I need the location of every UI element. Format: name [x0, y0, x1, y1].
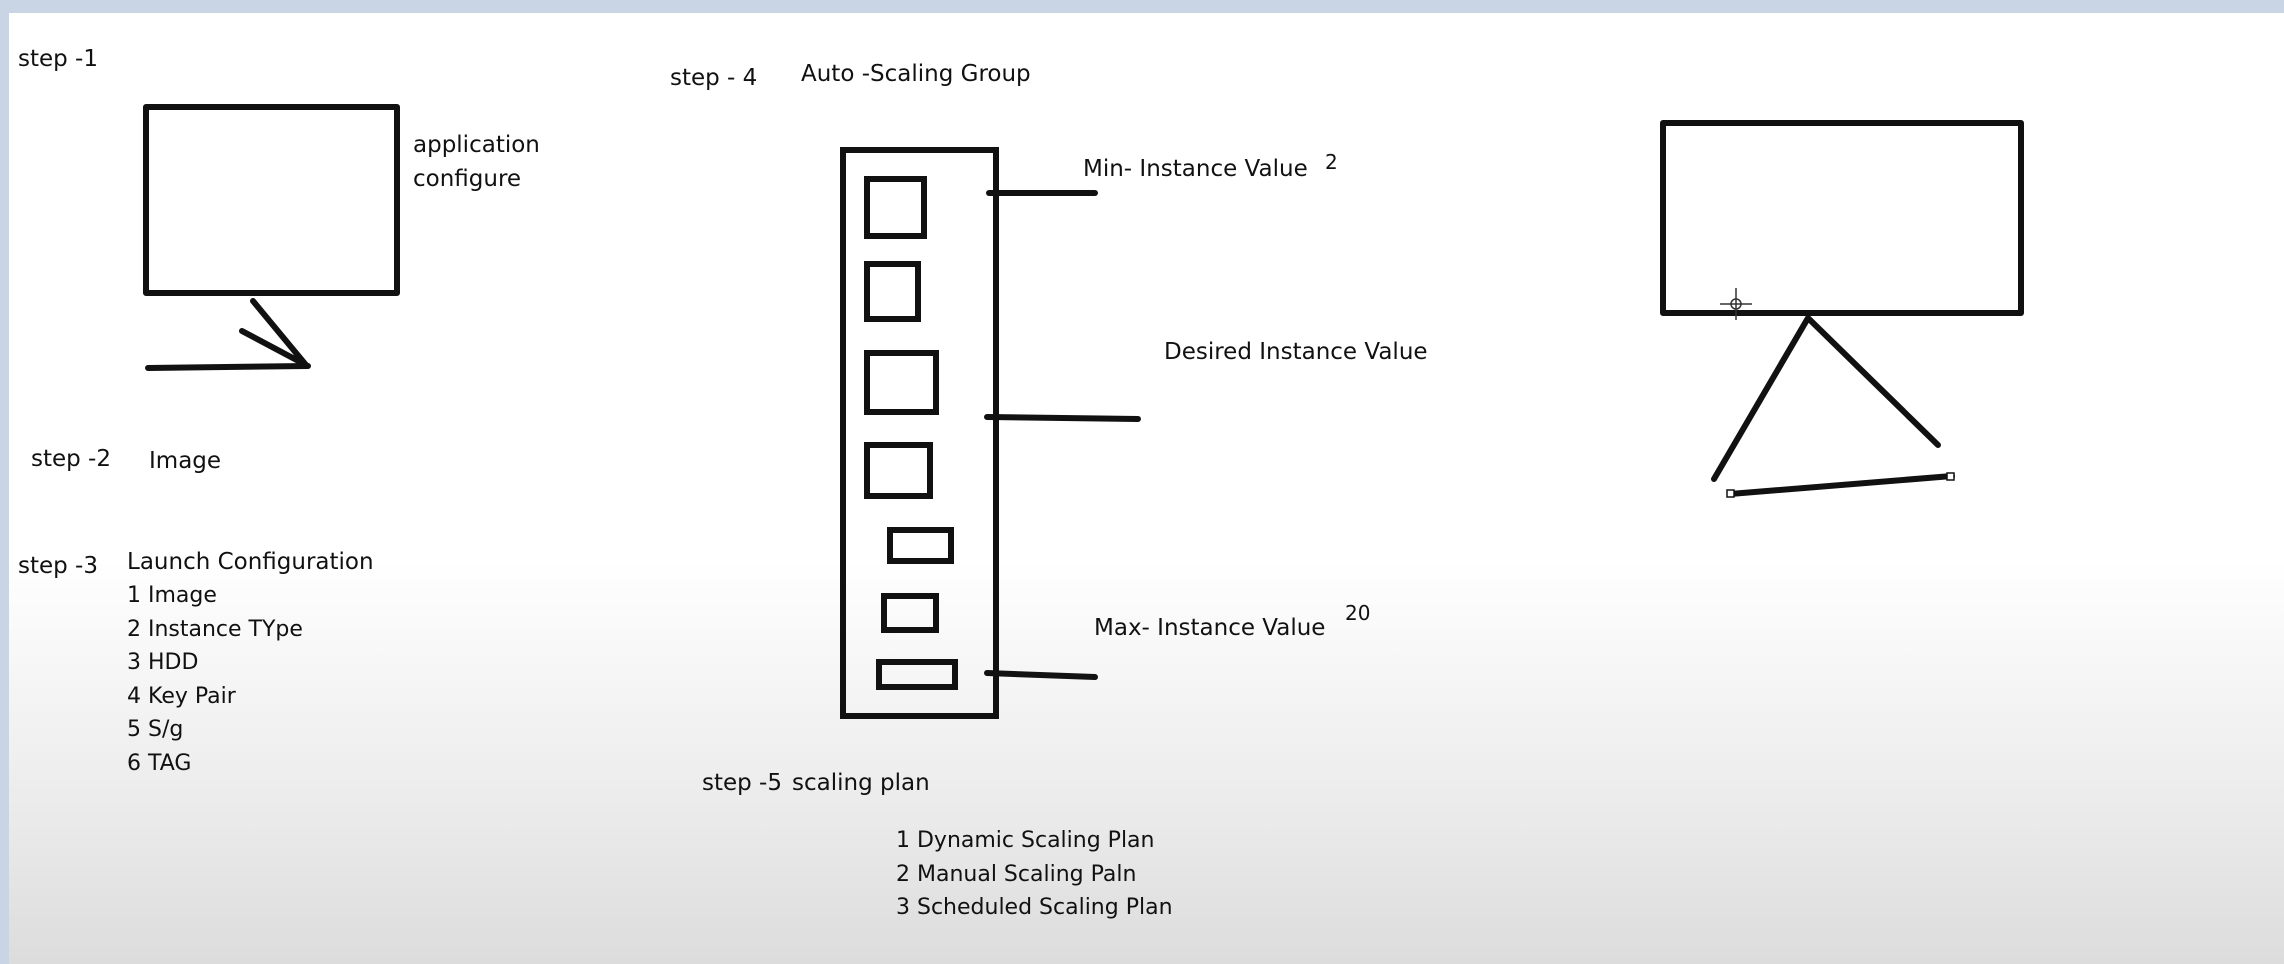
asg-instance — [864, 261, 921, 322]
step1-label: step -1 — [18, 46, 98, 72]
min-instance-label: Min- Instance Value — [1083, 156, 1308, 182]
window-top-border — [0, 0, 2284, 13]
list-item: 1 Image — [127, 583, 217, 608]
max-instance-label: Max- Instance Value — [1094, 615, 1326, 641]
step2-label: step -2 — [31, 446, 111, 472]
desired-instance-connector — [984, 414, 1141, 422]
monitor-stand — [1711, 315, 1941, 482]
monitor-stand — [239, 298, 309, 368]
max-instance-value: 20 — [1345, 601, 1371, 625]
min-instance-value: 2 — [1325, 150, 1338, 174]
asg-instance — [864, 176, 927, 239]
step5-title: scaling plan — [792, 770, 930, 796]
list-item: 3 HDD — [127, 650, 199, 675]
list-item: 2 Manual Scaling Paln — [896, 861, 1137, 887]
step3-title: Launch Configuration — [127, 549, 374, 575]
list-item: 2 Instance TYpe — [127, 616, 303, 642]
launch-config-list: 1 Image 2 Instance TYpe 3 HDD 4 Key Pair… — [127, 579, 303, 780]
monitor-stand-base — [145, 363, 311, 371]
crosshair-cursor-icon — [1720, 288, 1752, 320]
window-left-border — [0, 0, 9, 964]
scaling-plan-list: 1 Dynamic Scaling Plan 2 Manual Scaling … — [896, 824, 1173, 925]
asg-instance — [864, 442, 933, 499]
base-end-marker — [1726, 489, 1735, 498]
monitor-drawing-right — [1660, 120, 2024, 497]
list-item: 5 S/g — [127, 717, 184, 742]
asg-instance — [876, 659, 958, 690]
max-instance-connector — [984, 670, 1098, 680]
step1-note-line1: application — [413, 132, 540, 158]
base-end-marker — [1946, 472, 1955, 481]
step2-title: Image — [149, 448, 222, 474]
monitor-screen — [143, 104, 400, 296]
list-item: 1 Dynamic Scaling Plan — [896, 828, 1155, 853]
monitor-stand-base — [1727, 473, 1955, 497]
step5-label: step -5 — [702, 770, 782, 796]
step3-label: step -3 — [18, 553, 98, 579]
asg-instance — [887, 527, 954, 564]
list-item: 4 Key Pair — [127, 683, 236, 709]
monitor-screen — [1660, 120, 2024, 316]
asg-instance — [881, 593, 939, 633]
asg-instance — [864, 350, 939, 415]
step1-note-line2: configure — [413, 166, 522, 192]
step4-label: step - 4 — [670, 65, 758, 91]
list-item: 6 TAG — [127, 750, 192, 776]
asg-container-drawing — [840, 147, 1141, 719]
monitor-drawing-step1 — [143, 104, 400, 371]
desired-instance-label: Desired Instance Value — [1164, 339, 1428, 365]
asg-container — [840, 147, 999, 719]
step4-title: Auto -Scaling Group — [801, 61, 1031, 87]
list-item: 3 Scheduled Scaling Plan — [896, 895, 1173, 920]
